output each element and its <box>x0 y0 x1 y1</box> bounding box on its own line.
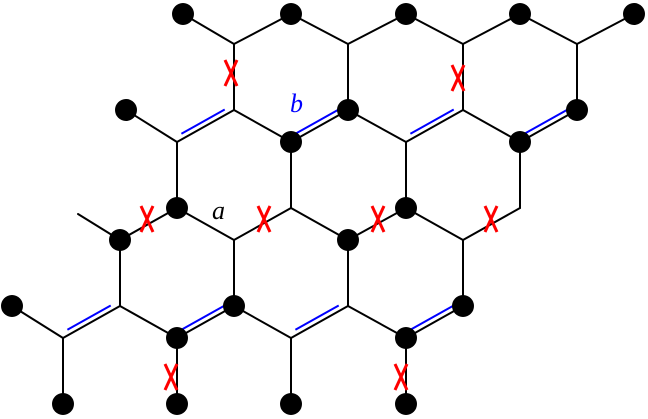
bond <box>290 305 349 339</box>
atom-dot <box>280 3 302 25</box>
bond <box>405 109 464 143</box>
double-bond-line <box>180 304 226 331</box>
atom-dot <box>395 197 417 219</box>
double-bond-line <box>66 304 112 331</box>
double-bond-line <box>409 304 455 331</box>
atom-dot <box>166 393 188 415</box>
atom-dot <box>115 99 137 121</box>
atom-dot <box>166 327 188 349</box>
cut-markers <box>139 59 499 391</box>
lattice-sites <box>1 3 645 415</box>
bond <box>62 305 121 339</box>
cut-x-icon <box>223 59 239 87</box>
atom-dot <box>172 3 194 25</box>
cut-x-icon <box>483 205 499 233</box>
atom-dot <box>337 229 359 251</box>
atom-dot <box>223 295 245 317</box>
bond <box>462 207 521 241</box>
atom-dot <box>52 393 74 415</box>
cut-x-icon <box>450 64 466 92</box>
bond <box>347 305 407 339</box>
double-bond-line <box>294 304 340 331</box>
cut-x-icon <box>139 205 155 233</box>
atom-dot <box>280 131 302 153</box>
atom-dot <box>623 3 645 25</box>
double-bond-line <box>294 108 340 135</box>
atom-dot <box>109 229 131 251</box>
bond-lines <box>11 13 635 405</box>
cut-x-icon <box>163 363 179 391</box>
atom-dot <box>566 99 588 121</box>
double-bond-line <box>523 108 569 135</box>
cut-x-icon <box>256 205 272 233</box>
atom-dot <box>395 327 417 349</box>
atom-dot <box>452 295 474 317</box>
double-bond-line <box>409 108 455 135</box>
double-bond-accents <box>66 108 569 331</box>
cut-x-icon <box>393 363 409 391</box>
bond <box>347 109 407 143</box>
label-a: a <box>212 196 225 225</box>
atom-dot <box>337 99 359 121</box>
atom-dot <box>166 197 188 219</box>
atom-dot <box>509 131 531 153</box>
atom-dot <box>1 295 23 317</box>
cut-x-icon <box>370 205 386 233</box>
atom-dot <box>395 393 417 415</box>
atom-dot <box>509 3 531 25</box>
bond <box>176 109 235 143</box>
label-b: b <box>290 89 303 118</box>
double-bond-line <box>180 108 226 135</box>
atom-dot <box>395 3 417 25</box>
atom-dot <box>280 393 302 415</box>
